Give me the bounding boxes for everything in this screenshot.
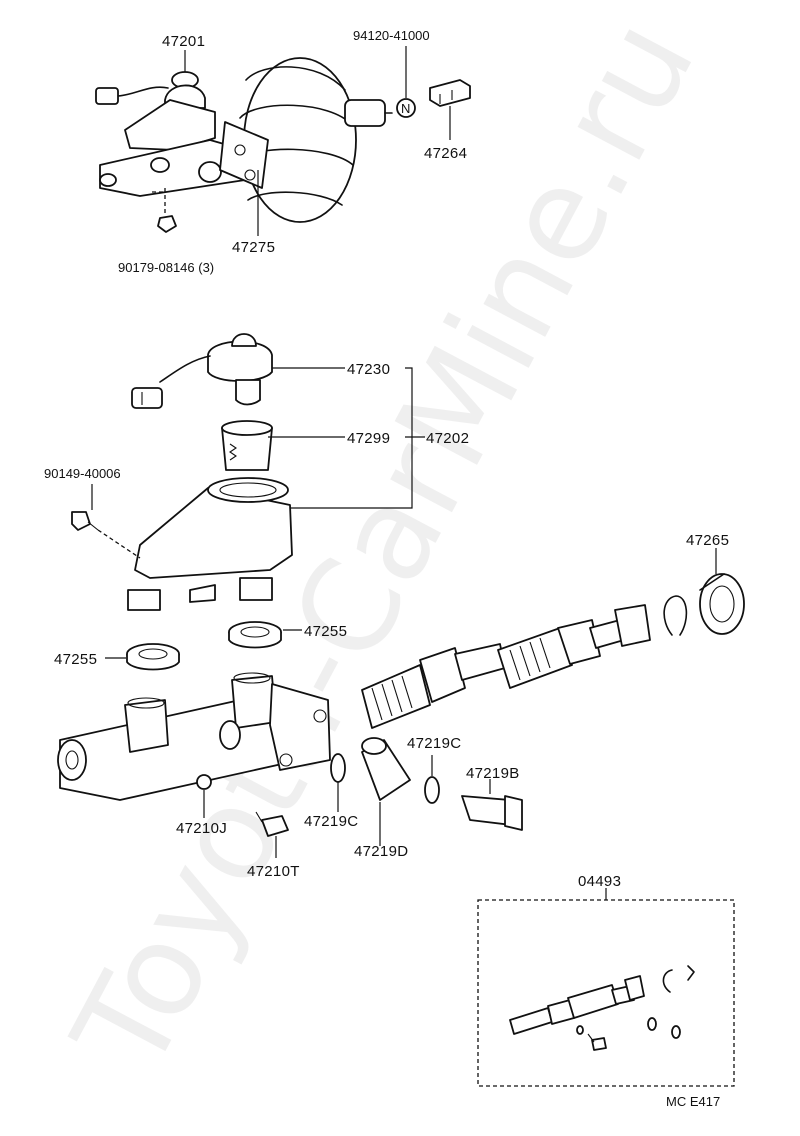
label-47230: 47230 bbox=[347, 361, 390, 378]
label-90179-08146: 90179-08146 (3) bbox=[118, 260, 214, 275]
label-47219c-low: 47219C bbox=[304, 813, 358, 830]
label-47255-left: 47255 bbox=[54, 651, 97, 668]
label-47219b: 47219B bbox=[466, 765, 520, 782]
nut-94120: N bbox=[396, 98, 416, 118]
label-47219d: 47219D bbox=[354, 843, 408, 860]
label-47210t: 47210T bbox=[247, 863, 300, 880]
brake-booster bbox=[237, 57, 393, 223]
gasket-47219c-low bbox=[330, 753, 346, 783]
union-bolt-47219b bbox=[461, 795, 523, 831]
snap-ring-47265 bbox=[663, 573, 745, 636]
master-cylinder-assembly-top bbox=[95, 71, 269, 214]
reservoir-cap-47230 bbox=[131, 333, 273, 409]
label-47202: 47202 bbox=[426, 430, 469, 447]
repair-kit-04493 bbox=[477, 888, 735, 1087]
grommet-47255-right bbox=[228, 621, 282, 649]
piston-assembly bbox=[361, 604, 651, 729]
master-cylinder-body bbox=[57, 672, 331, 801]
label-47201: 47201 bbox=[162, 33, 205, 50]
gasket-47219c-top bbox=[424, 776, 440, 804]
diagram-code: MC E417 bbox=[666, 1094, 720, 1109]
label-90149-40006: 90149-40006 bbox=[44, 466, 121, 481]
strainer-47299 bbox=[221, 420, 273, 471]
union-47219d bbox=[361, 737, 411, 801]
label-47275: 47275 bbox=[232, 239, 275, 256]
label-94120-41000: 94120-41000 bbox=[353, 28, 430, 43]
label-47265: 47265 bbox=[686, 532, 729, 549]
bleeder-47210t bbox=[255, 811, 289, 837]
label-04493: 04493 bbox=[578, 873, 621, 890]
clevis-47264 bbox=[429, 79, 471, 107]
screw-90149 bbox=[71, 511, 141, 559]
label-47299: 47299 bbox=[347, 430, 390, 447]
reservoir-47202 bbox=[127, 477, 293, 611]
washer-47210j bbox=[196, 774, 212, 790]
grommet-47255-left bbox=[126, 643, 180, 671]
label-47219c-top: 47219C bbox=[407, 735, 461, 752]
nut-marker: N bbox=[401, 101, 410, 116]
label-47264: 47264 bbox=[424, 145, 467, 162]
label-47255-right: 47255 bbox=[304, 623, 347, 640]
bolt-90179 bbox=[157, 215, 177, 233]
label-47210j: 47210J bbox=[176, 820, 227, 837]
